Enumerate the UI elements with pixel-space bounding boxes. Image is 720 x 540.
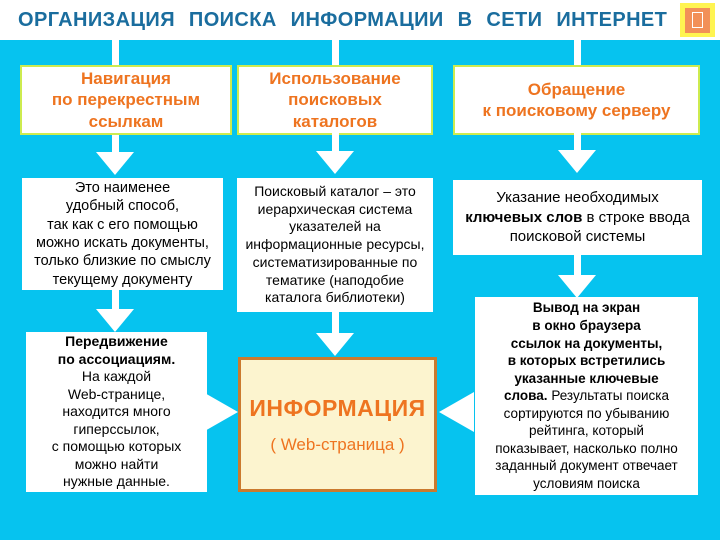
slide-title: ОРГАНИЗАЦИЯ ПОИСКА ИНФОРМАЦИИ В СЕТИ ИНТ… xyxy=(18,8,668,31)
arrow-down-5-head xyxy=(316,333,354,356)
corner-button[interactable] xyxy=(680,3,715,37)
arrow-down-2-stem xyxy=(332,133,339,152)
arrow-down-5-stem xyxy=(332,312,339,334)
description-box-crosslinks: Это наименее удобный способ, так как с е… xyxy=(22,178,223,290)
method-box-crosslink-navigation: Навигация по перекрестным ссылкам xyxy=(20,65,232,135)
arrow-down-6-head xyxy=(558,275,596,298)
arrow-right-to-information xyxy=(203,392,238,432)
note-box-search-results: Вывод на экран в окно браузера ссылок на… xyxy=(475,297,698,495)
information-subtitle: ( Web-страница ) xyxy=(270,434,405,454)
arrow-down-1-stem xyxy=(112,135,119,153)
arrow-down-4-stem xyxy=(112,290,119,310)
arrow-down-6-stem xyxy=(574,255,581,276)
information-title: ИНФОРМАЦИЯ xyxy=(249,394,426,421)
arrow-down-3-head xyxy=(558,150,596,173)
arrow-left-to-information xyxy=(439,392,474,432)
arrow-down-1-head xyxy=(96,152,134,175)
connector-title-to-catalog xyxy=(332,40,339,67)
connector-title-to-server xyxy=(574,40,581,69)
method-box-search-server: Обращение к поисковому серверу xyxy=(453,65,700,135)
information-box: ИНФОРМАЦИЯ ( Web-страница ) xyxy=(238,357,437,492)
arrow-down-2-head xyxy=(316,151,354,174)
connector-title-to-crosslinks xyxy=(112,40,119,67)
arrow-down-3-stem xyxy=(574,130,581,151)
placeholder-icon xyxy=(685,7,710,33)
title-bar: ОРГАНИЗАЦИЯ ПОИСКА ИНФОРМАЦИИ В СЕТИ ИНТ… xyxy=(0,0,720,40)
description-box-server: Указание необходимых ключевых слов в стр… xyxy=(453,180,702,255)
description-box-catalog: Поисковый каталог – это иерархическая си… xyxy=(237,178,433,312)
arrow-down-4-head xyxy=(96,309,134,332)
method-box-search-catalogs: Использование поисковых каталогов xyxy=(237,65,433,135)
note-box-associations: Передвижение по ассоциациям. На каждой W… xyxy=(26,332,207,492)
